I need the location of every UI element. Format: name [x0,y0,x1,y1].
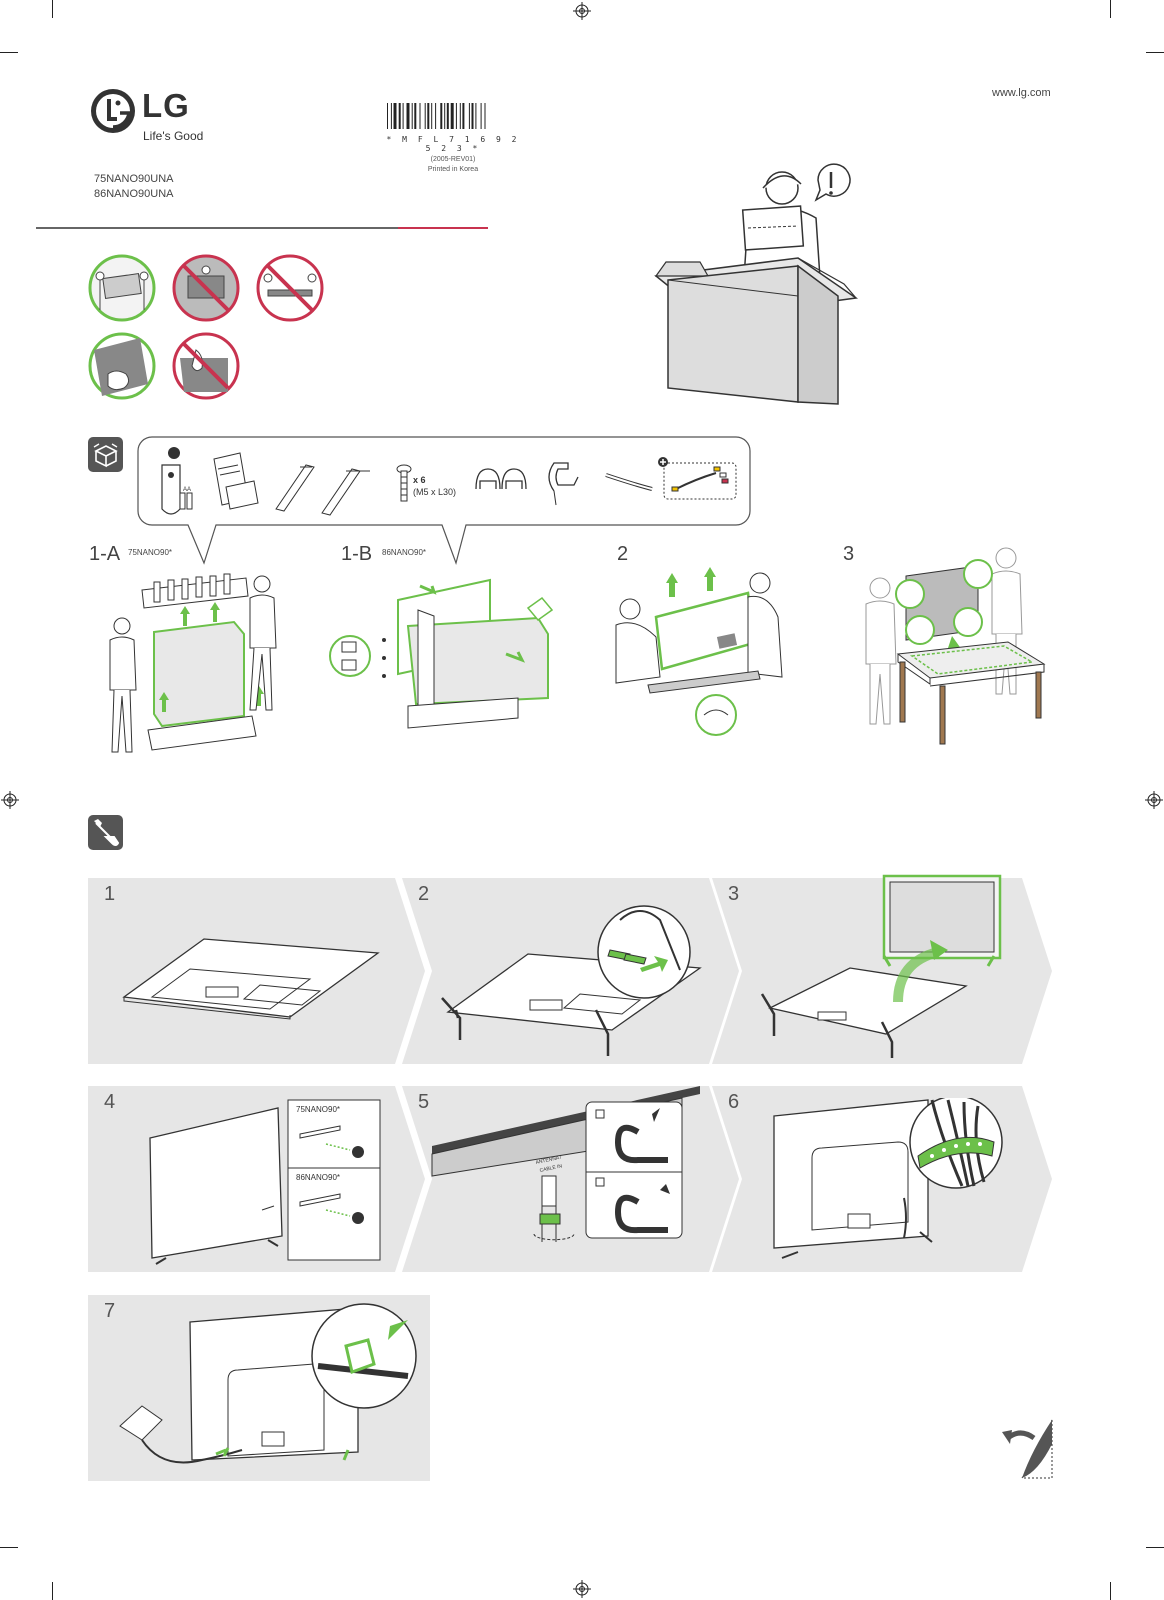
step3-lift-tv [760,874,1002,1058]
screw-icon [396,464,412,502]
no-hand-screen-icon [172,332,240,400]
crop-mark [1146,1547,1164,1548]
stand-legs-icon [275,464,370,516]
screw-spec: (M5 x L30) [413,487,456,497]
barcode-revision: (2005-REV01) [430,156,476,163]
step2-attach-stand [441,905,702,1056]
step5-port-label-2: CABLE IN [539,1163,563,1174]
barcode: * M F L 7 1 6 9 2 5 2 3 * (2005-REV01) P… [385,103,521,173]
optional-av-cable [658,457,737,500]
step4-model-2: 86NANO90* [296,1173,340,1182]
registration-mark-icon [573,2,591,20]
assembly-step-number: 1 [104,883,116,905]
cable-holder-icon [475,468,527,490]
step6-cable-management [773,1098,1003,1259]
no-flat-carry-icon [256,254,324,322]
crop-mark [1110,0,1111,18]
no-single-carry-icon [172,254,240,322]
crop-mark [1146,52,1164,53]
magic-remote-icon: AA [161,447,193,515]
unpack-step-label: 1-A [89,543,121,565]
assembly-step-number: 2 [418,883,430,905]
box-contents-icon [88,437,123,472]
step1-tv-facedown [122,938,380,1020]
ok-hand-hold-icon [88,332,156,400]
crop-mark [0,1547,18,1548]
unpack-step-label: 2 [617,543,629,565]
unpack-step-3-illustration [865,547,1046,745]
printed-in: Printed in Korea [427,166,479,173]
warning-icon [814,163,851,202]
unpack-step-model: 86NANO90* [382,548,427,557]
step5-cable-holder: ANTENNA / CABLE IN [431,1086,700,1242]
header-divider-accent [398,227,488,229]
step7-power-connect [119,1303,417,1464]
ok-carry-icon [88,254,156,322]
crop-mark [52,1582,53,1600]
crop-mark [52,0,53,18]
registration-mark-icon [1,791,19,809]
barcode-bars [387,103,486,129]
cable-clip-icon [548,462,579,506]
barcode-code: * M F L 7 1 6 9 2 5 2 3 * [386,135,520,153]
model-number-2: 86NANO90UNA [94,188,174,200]
lg-logo: LG Life's Good [90,87,220,148]
unpack-step-label: 3 [843,543,855,565]
step5-port-label-1: ANTENNA / [535,1154,563,1165]
screw-count: x 6 [413,475,426,485]
unpack-step-label: 1-B [341,543,373,565]
website-url: www.lg.com [992,87,1051,99]
crop-mark [1110,1582,1111,1600]
assembly-step-number: 6 [728,1091,740,1113]
registration-mark-icon [573,1580,591,1598]
accessories-bubble: AA x 6 (M5 x L30) [137,436,751,565]
unpack-step-2-illustration [615,567,783,736]
cable-tie-icon [605,473,653,491]
step4-wall-bracket: 75NANO90* 86NANO90* [149,1099,381,1265]
handling-guide [88,254,324,400]
brand-tagline: Life's Good [143,129,204,143]
assembly-step-number: 4 [104,1091,116,1113]
header-divider [36,227,398,229]
registration-mark-icon [1145,791,1163,809]
assembly-tool-icon [88,815,123,850]
box-unpacking-illustration [654,163,859,405]
assembly-step-number: 7 [104,1300,116,1322]
model-number-1: 75NANO90UNA [94,173,174,185]
crop-mark [0,52,18,53]
page-turn-icon [1002,1419,1053,1479]
step4-model-1: 75NANO90* [296,1105,340,1114]
assembly-step-number: 3 [728,883,740,905]
unpack-step-1b-illustration [329,578,553,729]
brand-name: LG [142,87,190,124]
unpack-step-model: 75NANO90* [128,548,173,557]
unpack-step-1a-illustration [109,573,277,753]
assembly-step-number: 5 [418,1091,430,1113]
lg-logo-icon [91,89,135,133]
battery-label: AA [183,487,191,493]
manual-icon [213,452,259,510]
